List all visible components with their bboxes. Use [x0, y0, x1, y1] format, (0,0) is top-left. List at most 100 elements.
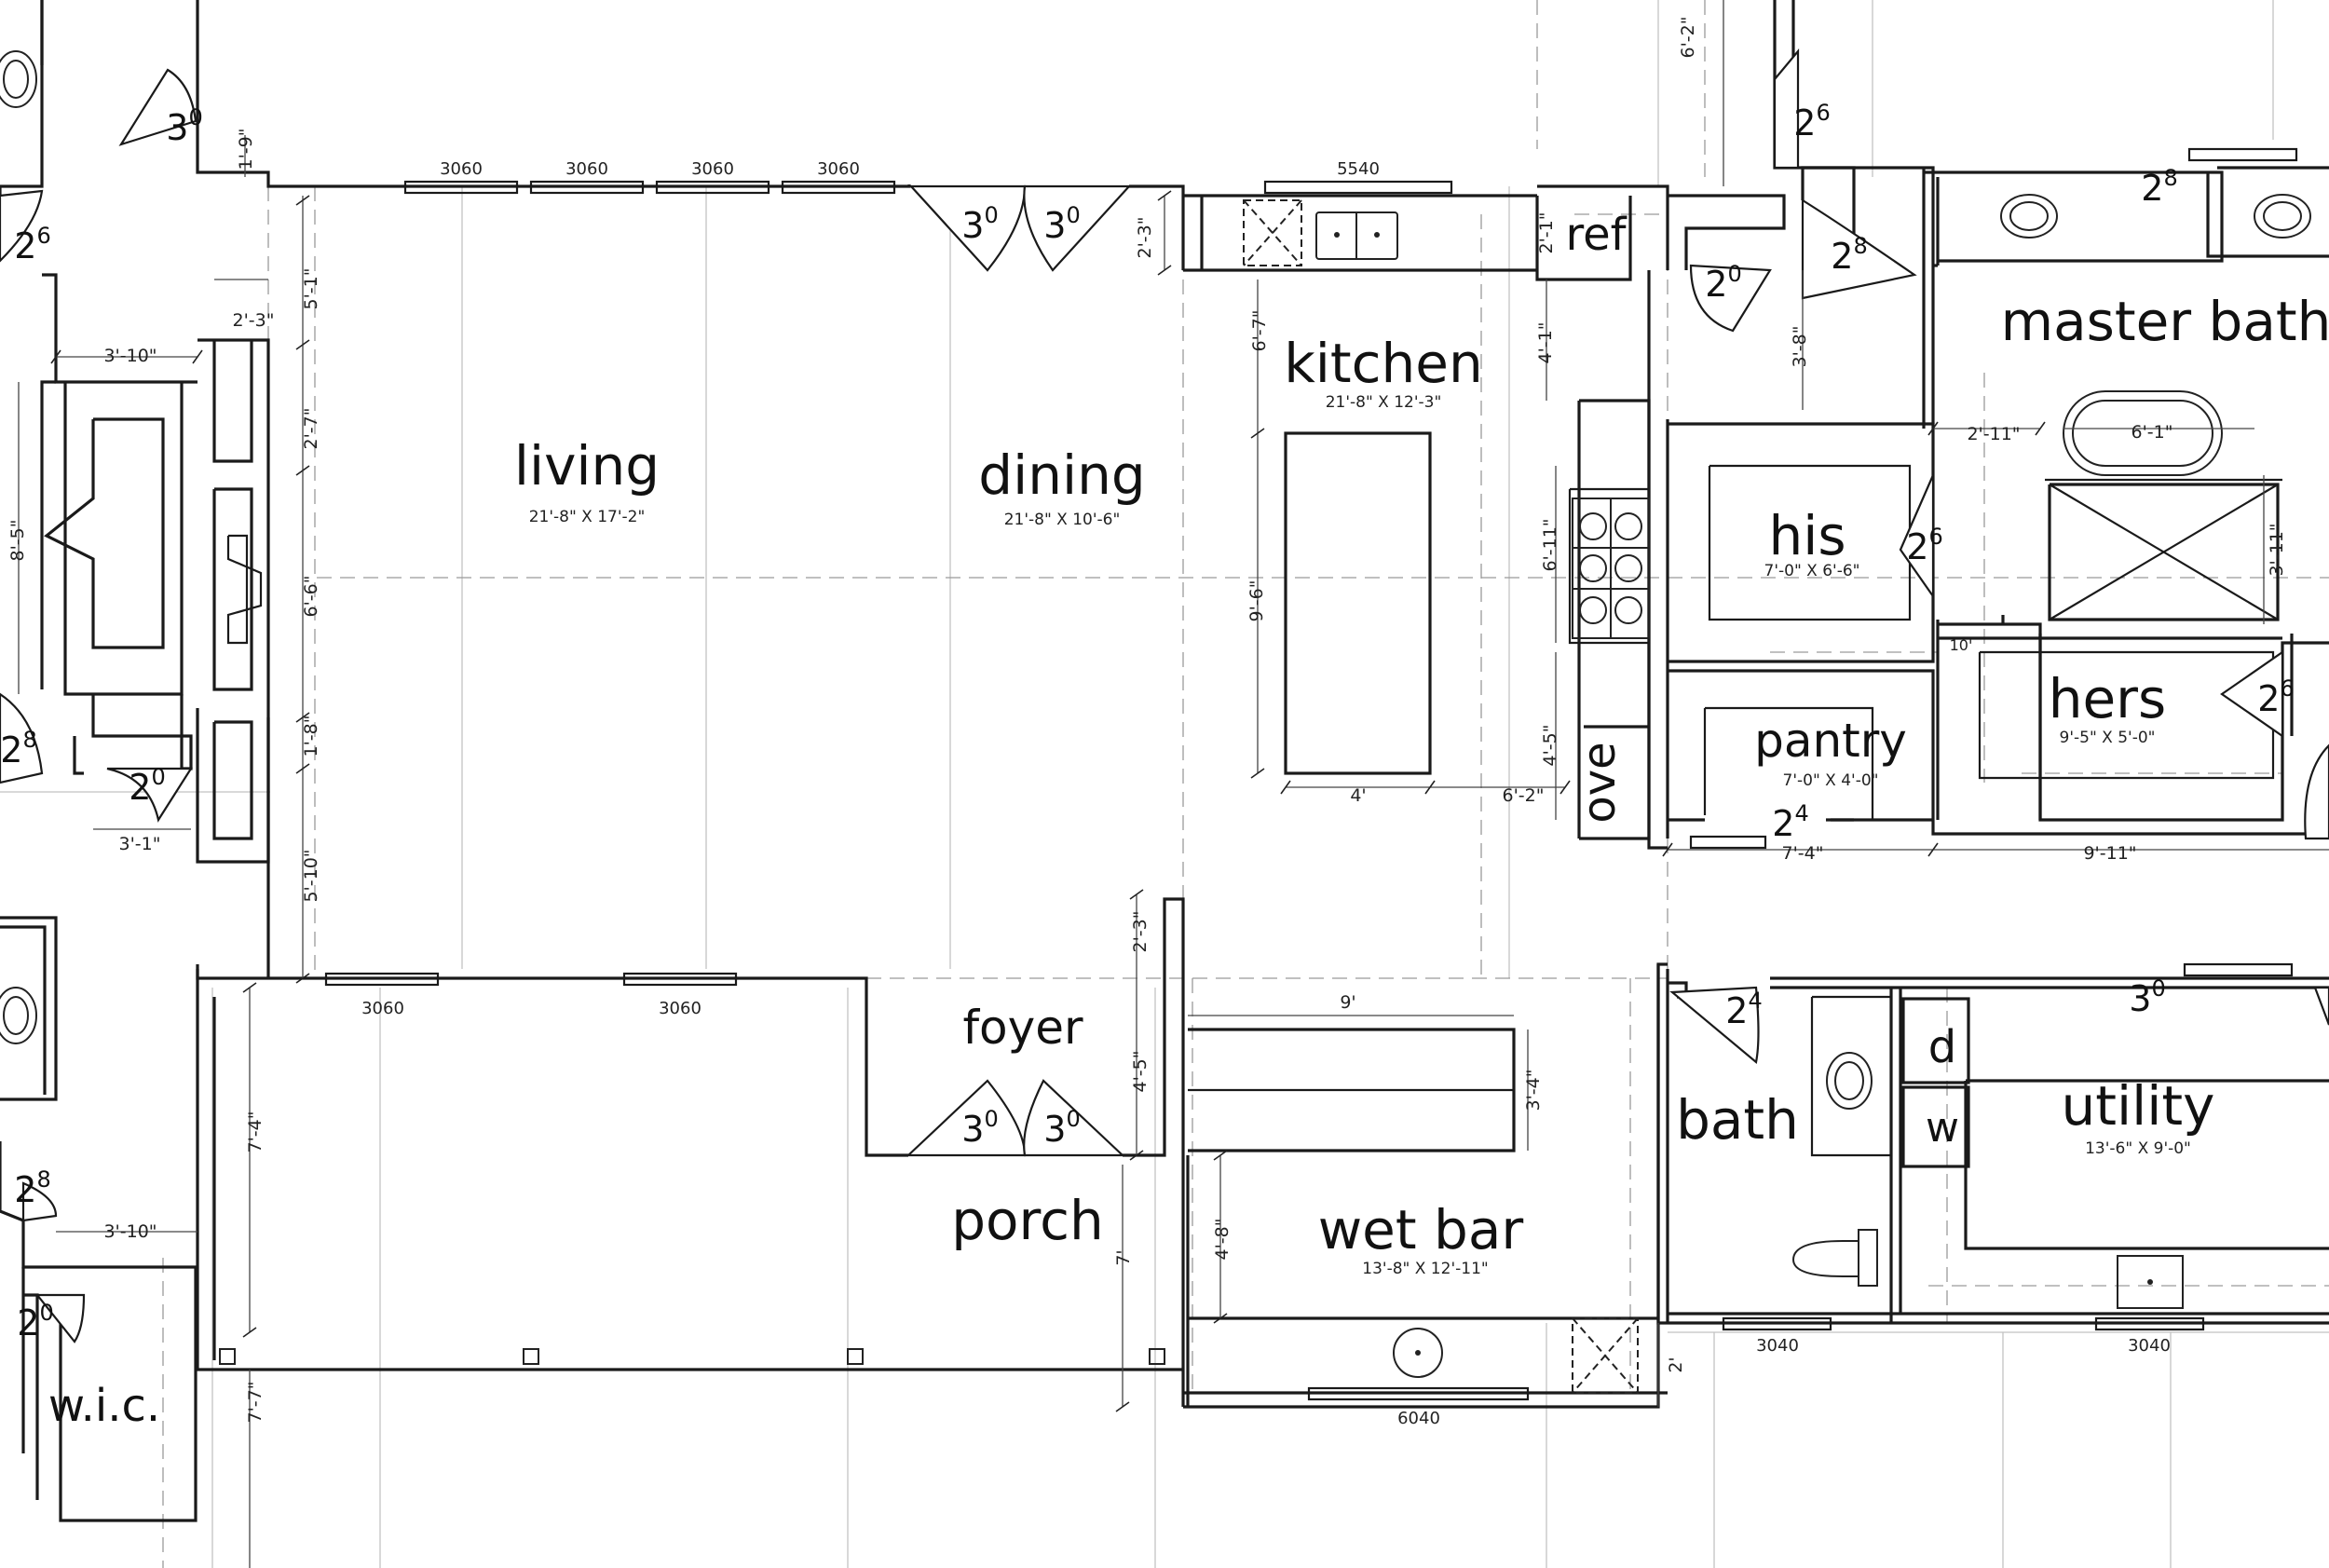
room-name-dining: dining	[978, 443, 1145, 507]
room-size-pantry: 7'-0" X 4'-0"	[1783, 771, 1879, 790]
dim-label: 6'-1"	[2132, 422, 2173, 443]
dim-label: 2'-3"	[1135, 217, 1155, 259]
dim-label: 2'-1"	[1536, 212, 1557, 254]
room-size-kitchen: 21'-8" X 12'-3"	[1326, 393, 1442, 412]
room-size-wet-bar: 13'-8" X 12'-11"	[1362, 1260, 1488, 1278]
door-label: 30	[2129, 975, 2165, 1019]
room-size-dining: 21'-8" X 10'-6"	[1004, 511, 1121, 529]
room-name-bath: bath	[1676, 1088, 1799, 1152]
dim-label: 2'-11"	[1967, 424, 2020, 444]
dim-label: 4'-8"	[1212, 1219, 1233, 1261]
door-label: 30	[1043, 1106, 1080, 1150]
door-label: 20	[129, 764, 165, 808]
dimension-ticks	[50, 190, 2046, 1412]
dim-label: 6'-2"	[1503, 785, 1545, 806]
dim-label: 3'-10"	[103, 1221, 157, 1242]
door-label: 28	[14, 1166, 50, 1210]
dim-label: 2'-7"	[301, 408, 321, 450]
window-label: 3060	[565, 159, 608, 179]
appliance-labels: ref ove d w	[1565, 209, 1959, 1152]
dim-label: 3'-10"	[103, 346, 157, 366]
dim-label: 9'	[1340, 992, 1355, 1013]
room-name-kitchen: kitchen	[1284, 332, 1483, 395]
dim-label: 8'-5"	[7, 520, 28, 562]
room-name-hers: hers	[2049, 667, 2167, 730]
dim-label: 7'	[1113, 1249, 1134, 1265]
door-label: 20	[17, 1300, 53, 1343]
dim-label: 3'-1"	[119, 834, 161, 854]
door-label: 26	[14, 223, 50, 266]
room-name-his: his	[1768, 504, 1845, 567]
dim-label: 4'-5"	[1130, 1051, 1151, 1093]
window-label: 3040	[2128, 1336, 2171, 1356]
dim-label: 2'	[1666, 1357, 1686, 1372]
dim-label: 4'	[1350, 785, 1366, 806]
dimension-lines	[18, 0, 2329, 1568]
window-label: 3060	[659, 999, 701, 1018]
door-label: 26	[1793, 100, 1830, 143]
dim-label: 5'-1"	[301, 268, 321, 310]
window-label: 3060	[817, 159, 860, 179]
door-label: 30	[1043, 202, 1080, 246]
dim-label: 1'-8"	[301, 716, 321, 757]
room-name-foyer: foyer	[962, 1001, 1083, 1055]
dim-label: 2'-3"	[1130, 911, 1151, 953]
room-name-wic: w.i.c.	[48, 1380, 160, 1432]
room-name-wet-bar: wet bar	[1318, 1198, 1524, 1261]
room-name-porch: porch	[951, 1189, 1104, 1252]
room-name-master-bath: master bath	[2001, 290, 2329, 353]
dim-label: 4'-1"	[1535, 322, 1556, 364]
window-label: 5540	[1337, 159, 1380, 179]
dim-label: 4'-5"	[1540, 725, 1560, 767]
door-label: 28	[2141, 165, 2177, 209]
dim-label: 7'-4"	[1782, 843, 1824, 864]
room-name-utility: utility	[2062, 1074, 2215, 1138]
door-label: 28	[1831, 233, 1867, 277]
dim-label: 3'-11"	[2267, 523, 2287, 576]
window-label: 3060	[440, 159, 483, 179]
door-labels: 30 26 28 20 30 30 20 28 26 28 26 26 24 3…	[0, 100, 2294, 1343]
room-size-utility: 13'-6" X 9'-0"	[2085, 1139, 2191, 1158]
dryer-label: d	[1928, 1021, 1956, 1073]
dim-label: 6'-7"	[1249, 310, 1270, 352]
window-label: 3040	[1756, 1336, 1799, 1356]
door-label: 20	[1705, 261, 1741, 305]
dim-label: 1'-9"	[236, 129, 256, 170]
door-label: 30	[166, 104, 202, 148]
dim-label: 3'-8"	[1790, 326, 1810, 368]
door-label: 26	[2257, 675, 2294, 719]
dimension-labels: 1'-9" 6'-2" 2'-3" 3'-10" 5'-1" 2'-7" 8'-…	[7, 17, 2287, 1424]
room-name-living: living	[514, 434, 660, 498]
dim-label: 3'-4"	[1523, 1070, 1544, 1111]
dim-label: 6'-2"	[1678, 17, 1698, 59]
door-label: 30	[961, 1106, 998, 1150]
oven-label: ove	[1573, 742, 1626, 823]
dim-label: 9'-11"	[2083, 843, 2136, 864]
dim-label: 10'	[1950, 636, 1973, 654]
dim-label: 7'-7"	[245, 1382, 266, 1424]
room-name-pantry: pantry	[1754, 714, 1907, 768]
window-label: 3060	[691, 159, 734, 179]
door-label: 30	[961, 202, 998, 246]
ref-label: ref	[1565, 209, 1627, 261]
door-label: 26	[1906, 524, 1942, 567]
room-size-living: 21'-8" X 17'-2"	[529, 508, 646, 526]
room-size-his: 7'-0" X 6'-6"	[1764, 562, 1860, 580]
door-swings	[0, 48, 2329, 1343]
door-label: 24	[1725, 988, 1762, 1031]
window-labels: 3060 3060 3060 3060 5540 3060 3060 6040 …	[361, 159, 2171, 1428]
door-label: 24	[1772, 800, 1808, 844]
window-label: 6040	[1397, 1409, 1440, 1428]
door-label: 28	[0, 727, 36, 770]
washer-label: w	[1926, 1104, 1959, 1152]
window-label: 3060	[361, 999, 404, 1018]
dim-label: 2'-3"	[233, 310, 275, 331]
dim-label: 9'-6"	[1246, 580, 1267, 622]
dim-label: 5'-10"	[301, 849, 321, 902]
dim-label: 7'-4"	[245, 1111, 266, 1153]
dim-label: 6'-6"	[301, 576, 321, 618]
room-size-hers: 9'-5" X 5'-0"	[2060, 729, 2156, 747]
dim-label: 6'-11"	[1540, 518, 1560, 571]
